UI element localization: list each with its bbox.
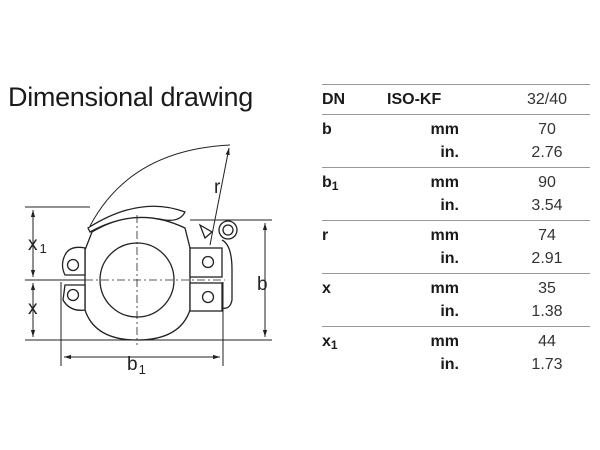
value-in: 1.38 — [531, 303, 563, 320]
label-r: r — [214, 177, 221, 198]
row-label: b1 — [322, 174, 339, 193]
unit-in: in. — [440, 197, 459, 214]
section-title: Dimensional drawing — [8, 82, 253, 112]
unit-mm: mm — [430, 280, 459, 297]
unit-in: in. — [440, 250, 459, 267]
header-standard: ISO-KF — [387, 91, 442, 108]
unit-mm: mm — [430, 227, 459, 244]
unit-in: in. — [440, 356, 459, 373]
value-in: 1.73 — [531, 356, 563, 373]
unit-in: in. — [440, 144, 459, 161]
label-x: x — [28, 298, 38, 319]
header-size: 32/40 — [526, 91, 568, 108]
value-mm: 74 — [538, 227, 556, 244]
row-label: x1 — [322, 333, 338, 352]
value-mm: 90 — [538, 174, 556, 191]
value-mm: 35 — [538, 280, 556, 297]
label-b1: b1 — [127, 354, 146, 377]
row-label: x — [322, 280, 331, 297]
label-b: b — [257, 274, 268, 295]
unit-mm: mm — [430, 174, 459, 191]
header-dn: DN — [322, 91, 346, 108]
value-mm: 70 — [538, 121, 556, 138]
row-label: b — [322, 121, 332, 138]
row-label: r — [322, 227, 329, 244]
value-in: 2.76 — [531, 144, 563, 161]
value-mm: 44 — [538, 333, 556, 350]
value-in: 2.91 — [531, 250, 563, 267]
unit-in: in. — [440, 303, 459, 320]
unit-mm: mm — [430, 333, 459, 350]
value-in: 3.54 — [531, 197, 563, 214]
unit-mm: mm — [430, 121, 459, 138]
clamp-body — [61, 205, 238, 345]
dimension-lines — [25, 144, 272, 366]
